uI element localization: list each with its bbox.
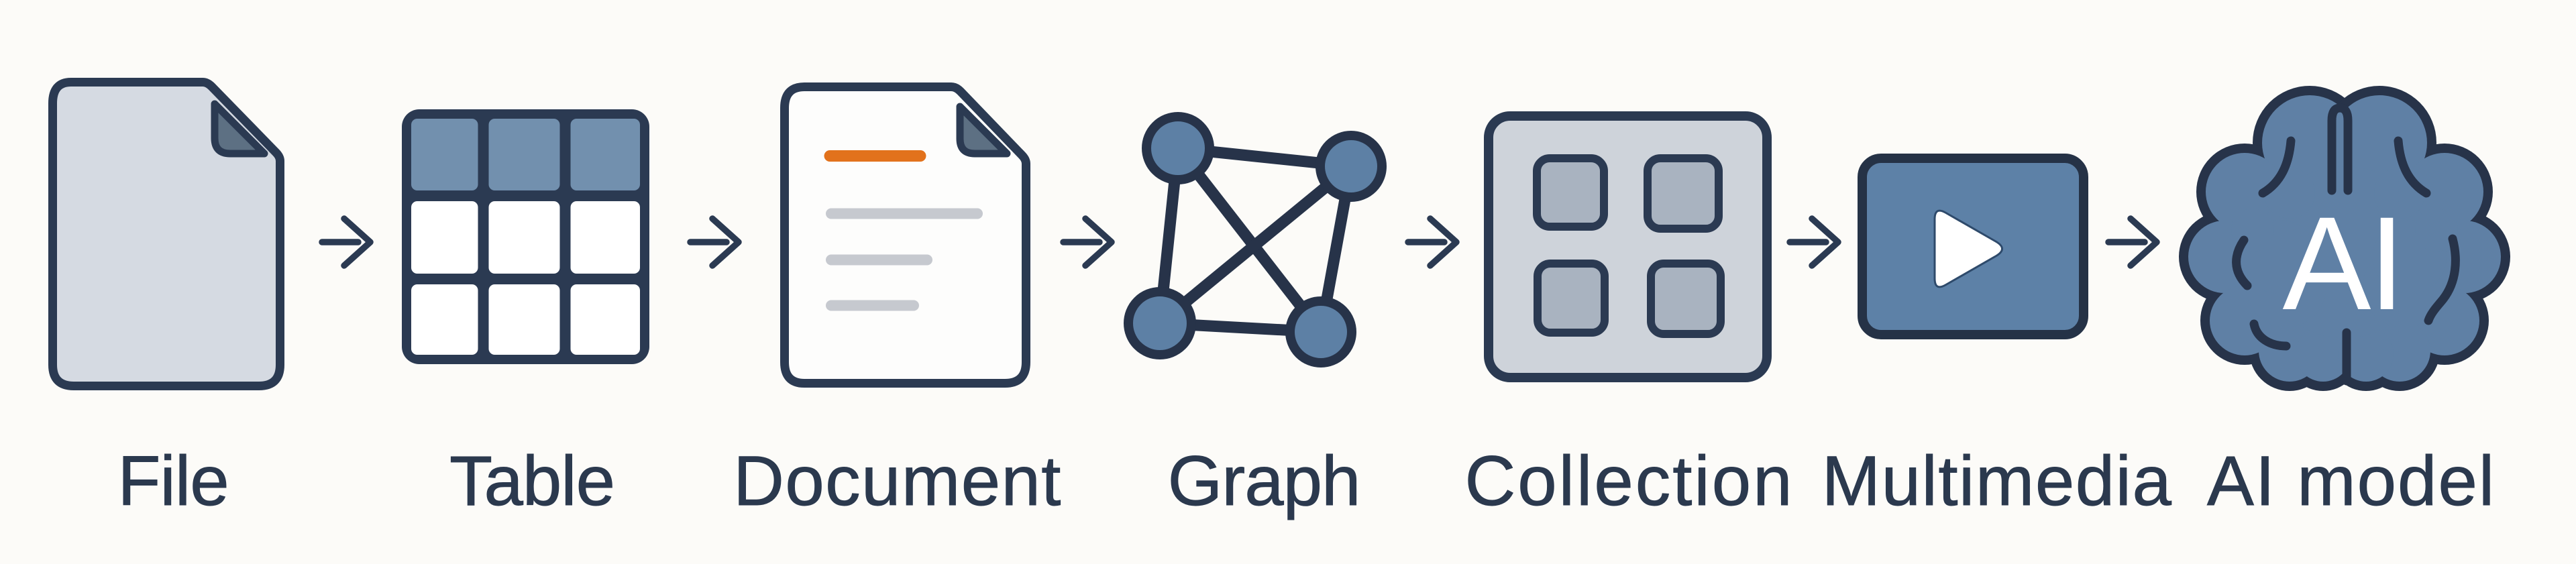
svg-text:AI: AI	[2282, 189, 2402, 337]
